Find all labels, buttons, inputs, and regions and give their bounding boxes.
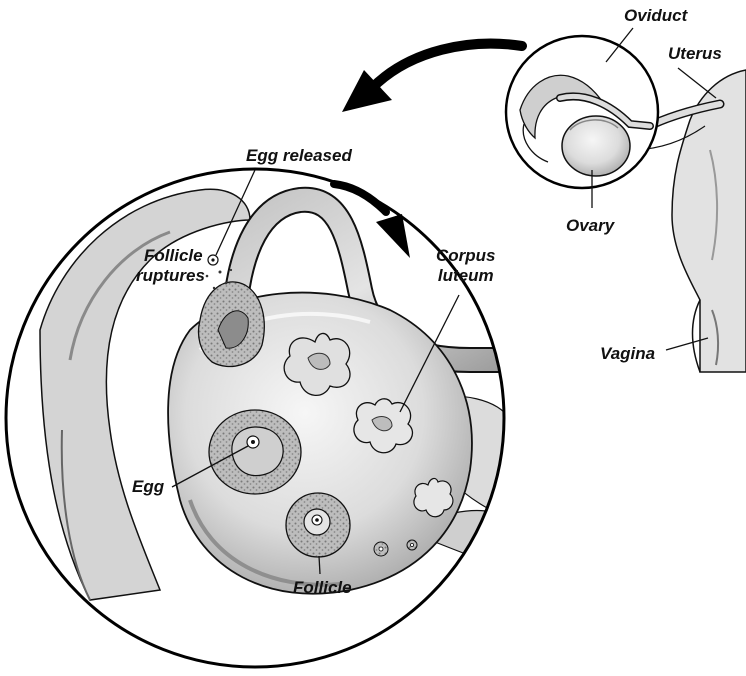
label-corpus-luteum-line2: luteum [436, 266, 496, 286]
label-egg-released: Egg released [246, 146, 352, 166]
released-egg-nucleus [211, 258, 214, 261]
spray-dot [230, 269, 232, 271]
follicle-lower-nucleus [315, 518, 319, 522]
label-oviduct: Oviduct [624, 6, 687, 26]
ovary-small [562, 116, 630, 176]
tiny-follicle-egg [410, 543, 413, 546]
label-uterus: Uterus [668, 44, 722, 64]
spray-dot [225, 282, 228, 285]
label-corpus-luteum: Corpus luteum [436, 246, 496, 286]
label-corpus-luteum-line1: Corpus [436, 246, 496, 266]
magnify-arrow-shaft [372, 44, 522, 88]
small-magnifier [506, 36, 658, 188]
label-follicle-ruptures: Follicle ruptures [136, 246, 205, 286]
label-follicle-ruptures-line1: Follicle [136, 246, 205, 266]
label-follicle-ruptures-line2: ruptures [136, 266, 205, 286]
follicle-with-egg [209, 410, 301, 494]
label-ovary: Ovary [566, 216, 614, 236]
vagina-wall [693, 300, 701, 372]
follicle-lower [286, 493, 350, 557]
tiny-follicle-egg [379, 547, 383, 551]
large-magnifier [6, 169, 520, 667]
egg-nucleus [251, 440, 255, 444]
spray-dot [219, 271, 222, 274]
label-egg: Egg [132, 477, 164, 497]
spray-dot [213, 287, 215, 289]
leader-uterus [678, 68, 716, 98]
magnify-arrow [342, 44, 522, 112]
label-vagina: Vagina [600, 344, 655, 364]
label-follicle: Follicle [293, 578, 352, 598]
spray-dot [206, 275, 209, 278]
